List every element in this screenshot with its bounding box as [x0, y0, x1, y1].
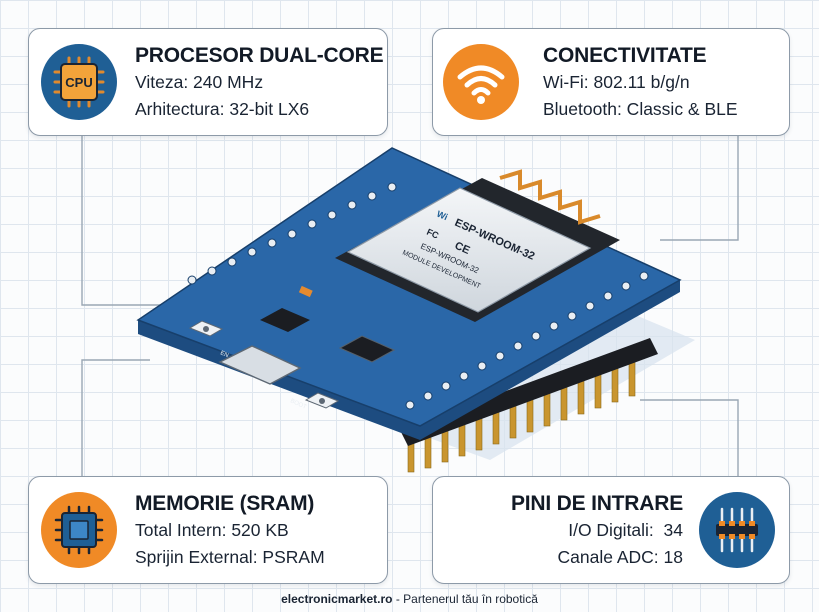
footer-brand: electronicmarket.ro [281, 592, 393, 606]
cpu-card-text: PROCESOR DUAL-CORE Viteza: 240 MHz Arhit… [135, 43, 384, 123]
en-button [188, 320, 224, 337]
digital-io-value: 34 [653, 520, 683, 540]
bluetooth-label: Bluetooth: [543, 99, 622, 119]
wifi-value: 802.11 b/g/n [588, 72, 690, 92]
main-ic [338, 335, 396, 363]
cpu-arch-row: Arhitectura: 32-bit LX6 [135, 96, 383, 123]
card-memory: MEMORIE (SRAM) Total Intern: 520 KB Spri… [28, 476, 388, 584]
en-button-label: EN [219, 350, 229, 359]
memory-external-label: Sprijin External: [135, 547, 258, 567]
memory-title: MEMORIE (SRAM) [135, 492, 315, 515]
cpu-title: PROCESOR DUAL-CORE [135, 44, 384, 67]
fcc-mark: FC [425, 227, 440, 241]
cpu-speed-value: 240 MHz [188, 72, 264, 92]
memory-external-row: Sprijin External: PSRAM [135, 544, 325, 571]
footer-tagline: - Partenerul tău în robotică [392, 592, 538, 606]
digital-io-label: I/O Digitali: [568, 520, 654, 540]
cpu-icon-circle: CPU [41, 44, 117, 120]
connector-connectivity [660, 136, 739, 241]
connectivity-title: CONECTIVITATE [543, 44, 707, 67]
cpu-icon-label: CPU [65, 75, 92, 90]
connector-memory [81, 359, 150, 476]
wifi-label: Wi-Fi: [543, 72, 589, 92]
card-connectivity: CONECTIVITATE Wi-Fi: 802.11 b/g/n Blueto… [432, 28, 790, 136]
cpu-speed-label: Viteza: [135, 72, 189, 92]
card-pins: PINI DE INTRARE I/O Digitali: 34 Canale … [432, 476, 790, 584]
smd-led [298, 285, 313, 298]
pins-icon-circle [699, 492, 775, 568]
pin-header-icon [716, 507, 758, 553]
connector-pins [640, 399, 739, 476]
memory-internal-value: 520 KB [226, 520, 289, 540]
regulator-chip [260, 308, 310, 332]
pins-title: PINI DE INTRARE [510, 492, 683, 515]
pins-card-text: PINI DE INTRARE I/O Digitali: 34 Canale … [511, 491, 683, 571]
adc-row: Canale ADC: 18 [511, 544, 684, 571]
wifi-row: Wi-Fi: 802.11 b/g/n [543, 69, 738, 96]
boot-button-label: BOOT [289, 398, 307, 411]
connectivity-card-text: CONECTIVITATE Wi-Fi: 802.11 b/g/n Blueto… [543, 43, 738, 123]
header-strip [400, 338, 658, 446]
wifi-badge: Wi [435, 209, 449, 223]
bluetooth-value: Classic & BLE [621, 99, 738, 119]
cpu-speed-row: Viteza: 240 MHz [135, 69, 383, 96]
bluetooth-row: Bluetooth: Classic & BLE [543, 96, 738, 123]
module-antenna [499, 169, 601, 225]
ce-mark: CE [453, 240, 472, 257]
adc-value: 18 [658, 547, 683, 567]
memory-external-value: PSRAM [257, 547, 325, 567]
boot-button [304, 392, 340, 409]
cpu-arch-label: Arhitectura: [135, 99, 225, 119]
pin-holes-bottom [405, 271, 649, 410]
memory-card-text: MEMORIE (SRAM) Total Intern: 520 KB Spri… [135, 491, 325, 571]
footer: electronicmarket.ro - Partenerul tău în … [0, 592, 819, 606]
adc-label: Canale ADC: [557, 547, 659, 567]
module-shield [346, 187, 592, 313]
pin-holes-top [187, 182, 397, 285]
cpu-arch-value: 32-bit LX6 [224, 99, 310, 119]
wifi-icon [457, 65, 505, 104]
memory-chip-icon [54, 505, 104, 555]
usb-port [218, 345, 302, 385]
esp32-board-illustration: Wi ESP-WROOM-32 CE FC ESP-WROOM-32 MODUL… [136, 147, 695, 473]
memory-icon-circle [41, 492, 117, 568]
digital-io-row: I/O Digitali: 34 [511, 517, 683, 544]
memory-internal-label: Total Intern: [135, 520, 227, 540]
memory-internal-row: Total Intern: 520 KB [135, 517, 325, 544]
connectivity-icon-circle [443, 44, 519, 120]
cpu-chip-icon: CPU [53, 56, 105, 108]
card-cpu: CPU PROCESOR DUAL-CORE Viteza: 240 MHz A… [28, 28, 388, 136]
